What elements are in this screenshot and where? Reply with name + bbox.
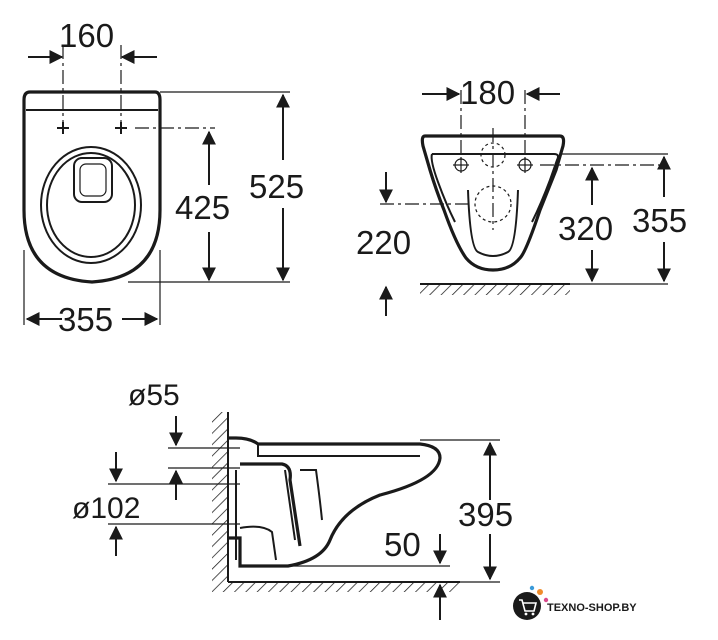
dim-220: 220: [356, 224, 411, 261]
dim-525: 525: [249, 168, 304, 205]
watermark-logo: TEXNO-SHOP.BY: [513, 585, 637, 620]
flush-plate: [73, 157, 113, 203]
side-view: ø55 ø102 395 50: [72, 379, 513, 620]
bowl-outline-front: [420, 134, 566, 272]
cart-logo-circle: [513, 592, 541, 620]
seat-ring-outer: [40, 146, 142, 264]
dim-355-top: 355: [58, 301, 113, 338]
bowl-outline-side: [228, 436, 442, 568]
dim-50: 50: [384, 526, 421, 563]
fixing-hole-right: [115, 122, 127, 134]
dim-180: 180: [460, 74, 515, 111]
top-view: 160 425 525 355: [22, 17, 304, 338]
watermark-text: TEXNO-SHOP.BY: [547, 602, 637, 614]
dim-355-front: 355: [632, 202, 687, 239]
front-view: 180 220 320 355: [356, 74, 687, 316]
cart-icon: [519, 599, 538, 616]
bowl-outline-top: [22, 90, 162, 284]
dim-dia-55: ø55: [128, 379, 180, 412]
dim-dia-102: ø102: [72, 492, 140, 525]
trap-path: [240, 462, 302, 547]
dim-425: 425: [175, 189, 230, 226]
dim-395: 395: [458, 496, 513, 533]
dim-160: 160: [59, 17, 114, 54]
seat-ring-inner: [46, 152, 136, 258]
dim-320: 320: [558, 210, 613, 247]
fixing-hole-left: [57, 122, 69, 134]
